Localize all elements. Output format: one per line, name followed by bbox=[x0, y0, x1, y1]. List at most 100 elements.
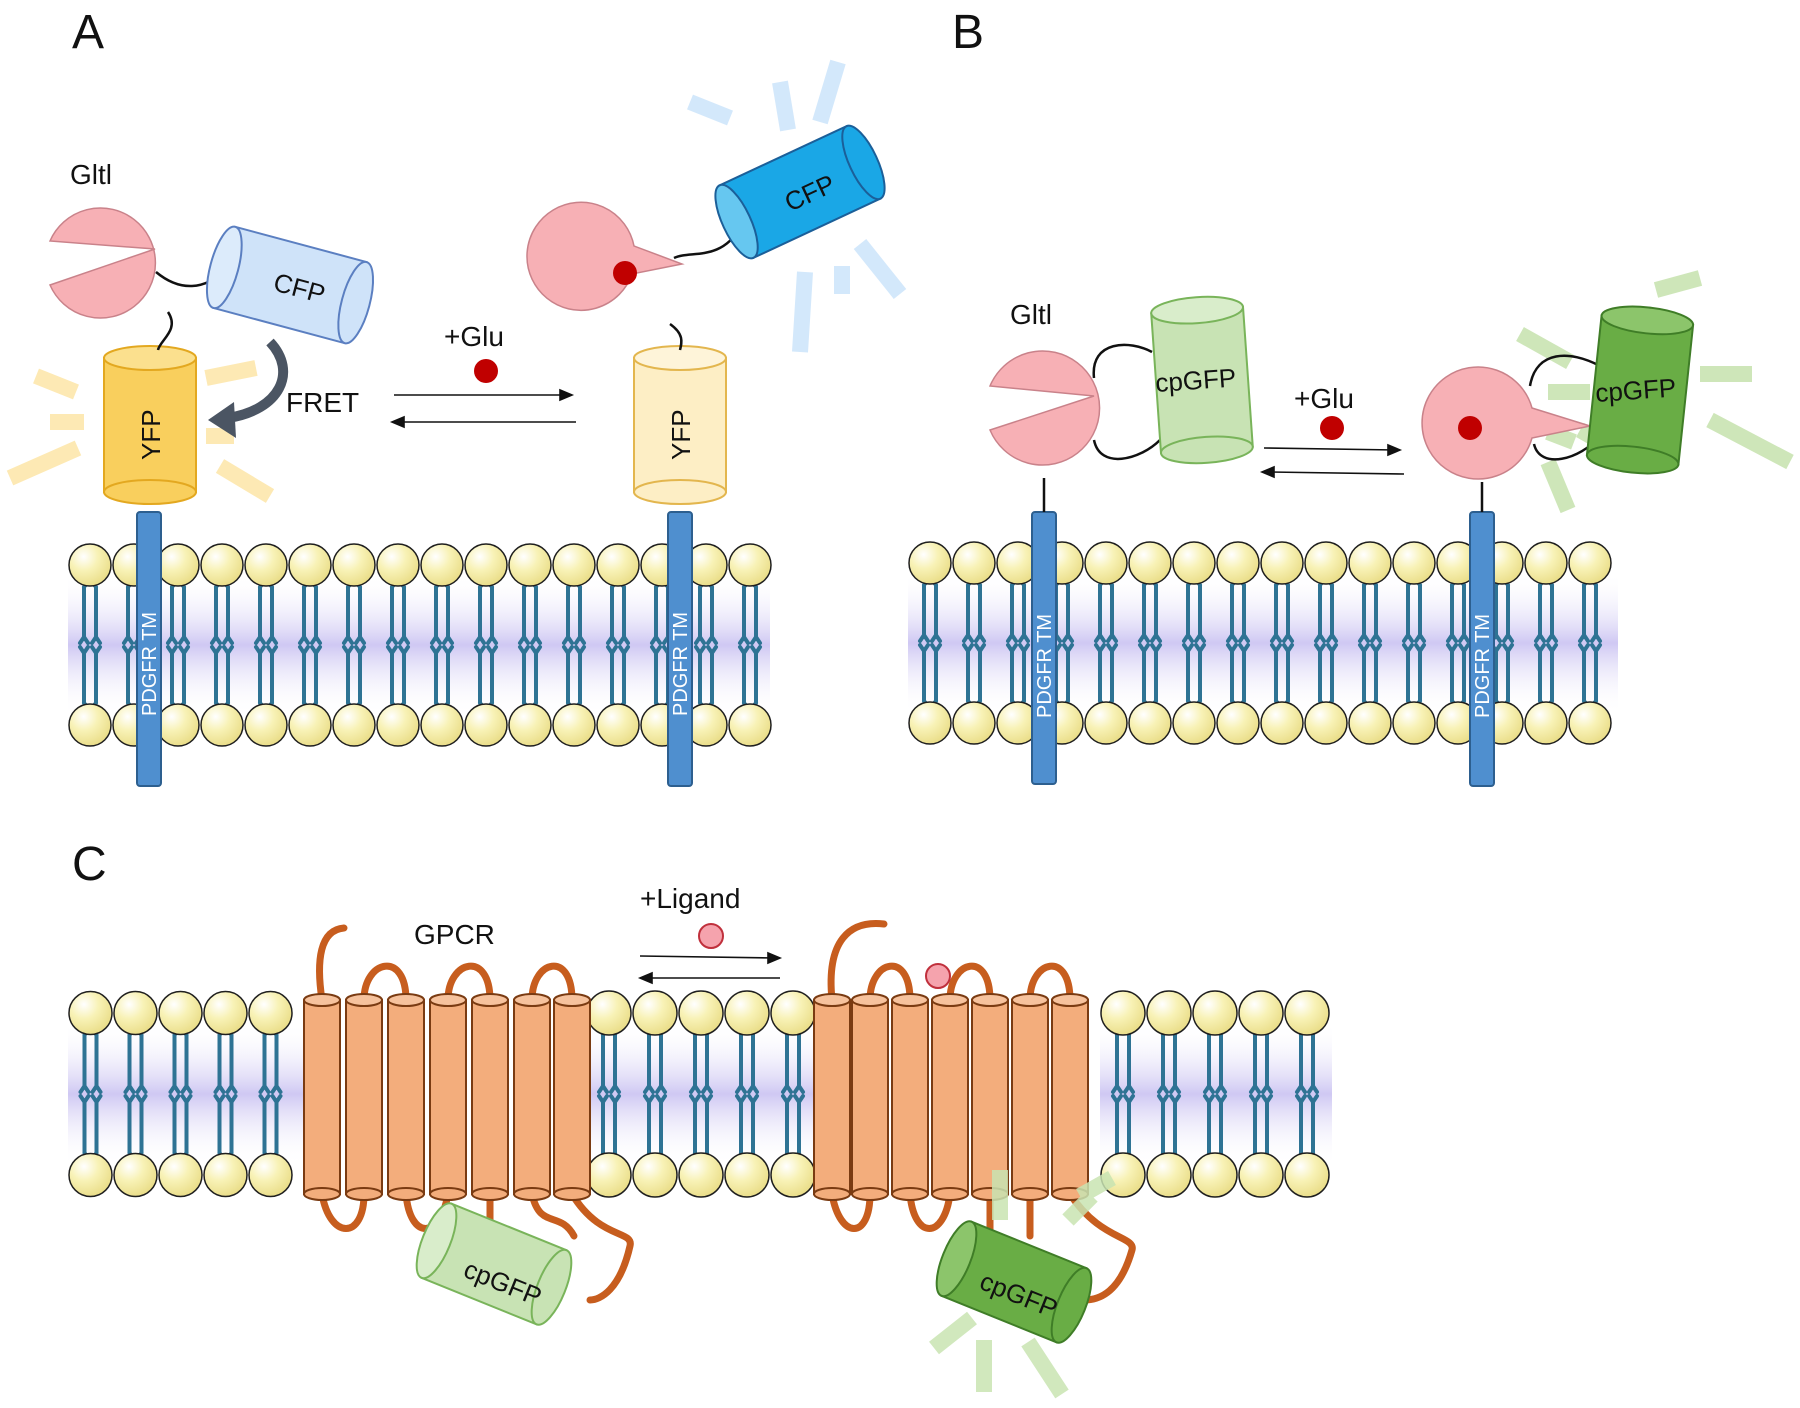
lipid-tails bbox=[597, 1029, 621, 1159]
lipid-head-bottom bbox=[908, 701, 952, 745]
equilibrium-arrows-a bbox=[389, 388, 576, 429]
lipid-head-top bbox=[68, 543, 112, 587]
gpcr-helix bbox=[1051, 993, 1089, 1201]
gpcr-helix bbox=[387, 993, 425, 1201]
lipid-head-bottom bbox=[332, 703, 376, 747]
lipid-tails bbox=[1358, 579, 1382, 707]
gpcr-label: GPCR bbox=[414, 919, 495, 950]
lipid-tails bbox=[1534, 579, 1558, 707]
cfp-glow-rays bbox=[687, 59, 907, 353]
lipid-head-bottom bbox=[728, 703, 772, 747]
lipid-head-top bbox=[332, 543, 376, 587]
gpcr-helix bbox=[471, 993, 509, 1201]
lipid-head-top bbox=[908, 541, 952, 585]
lipid-head-bottom bbox=[1084, 701, 1128, 745]
pdgfr-tm-label-b-left: PDGFR TM bbox=[1034, 614, 1056, 718]
lipid-head-bottom bbox=[724, 1152, 770, 1198]
panel-c-letter: C bbox=[72, 838, 107, 891]
membrane-a bbox=[68, 543, 772, 747]
lipid-tails bbox=[78, 581, 102, 709]
glu-label-a: +Glu bbox=[444, 321, 504, 352]
lipid-head-bottom bbox=[68, 703, 112, 747]
glutamate-bound-a bbox=[613, 261, 637, 285]
lipid-tails bbox=[781, 1029, 805, 1159]
lipid-head-top bbox=[1392, 541, 1436, 585]
lipid-head-top bbox=[1084, 541, 1128, 585]
pdgfr-tm-label-a-right: PDGFR TM bbox=[670, 612, 692, 716]
lipid-tails bbox=[643, 1029, 667, 1159]
lipid-tails bbox=[1490, 579, 1514, 707]
gpcr-active bbox=[813, 920, 1136, 1304]
lipid-head-top bbox=[288, 543, 332, 587]
lipid-tails bbox=[1094, 579, 1118, 707]
lipid-head-bottom bbox=[158, 1152, 203, 1198]
lipid-head-top bbox=[1216, 541, 1260, 585]
yfp-barrel-dim bbox=[633, 345, 727, 505]
membrane-c-right bbox=[1100, 990, 1332, 1198]
lipid-tails bbox=[78, 1029, 103, 1159]
gpcr-helix bbox=[971, 993, 1009, 1201]
membrane-b bbox=[908, 541, 1618, 745]
lipid-head-bottom bbox=[1260, 701, 1304, 745]
fret-label: FRET bbox=[286, 387, 359, 418]
cpgfp-label-b-left: cpGFP bbox=[1154, 362, 1237, 398]
lipid-tails bbox=[1270, 579, 1294, 707]
gltl-closed-pacman-b bbox=[1421, 366, 1591, 480]
lipid-tails bbox=[694, 581, 718, 709]
gltl-open-pacman bbox=[48, 207, 157, 319]
lipid-head-top bbox=[632, 990, 678, 1036]
lipid-head-top bbox=[1524, 541, 1568, 585]
lipid-head-top bbox=[1172, 541, 1216, 585]
lipid-tails bbox=[342, 581, 366, 709]
equilibrium-arrows-c bbox=[637, 951, 783, 985]
lipid-head-bottom bbox=[552, 703, 596, 747]
lipid-head-bottom bbox=[1568, 701, 1612, 745]
lipid-head-top bbox=[248, 990, 293, 1036]
lipid-head-bottom bbox=[1524, 701, 1568, 745]
lipid-head-bottom bbox=[1192, 1152, 1238, 1198]
lipid-head-top bbox=[156, 543, 200, 587]
gpcr-loops bbox=[316, 924, 634, 1304]
lipid-head-bottom bbox=[464, 703, 508, 747]
lipid-head-bottom bbox=[288, 703, 332, 747]
lipid-head-top bbox=[1192, 990, 1238, 1036]
lipid-tails bbox=[213, 1029, 238, 1159]
gltl-closed-pacman bbox=[526, 201, 685, 312]
lipid-head-bottom bbox=[248, 1152, 293, 1198]
gpcr-helix bbox=[851, 993, 889, 1201]
lipid-head-bottom bbox=[508, 703, 552, 747]
lipid-head-bottom bbox=[678, 1152, 724, 1198]
lipid-tails bbox=[1138, 579, 1162, 707]
lipid-head-top bbox=[158, 990, 203, 1036]
lipid-head-top bbox=[420, 543, 464, 587]
lipid-head-top bbox=[1238, 990, 1284, 1036]
lipid-head-top bbox=[376, 543, 420, 587]
gpcr-helix bbox=[813, 993, 851, 1201]
yfp-barrel-fret bbox=[103, 345, 197, 505]
lipid-head-bottom bbox=[203, 1152, 248, 1198]
lipid-tails bbox=[606, 581, 630, 709]
lipid-head-bottom bbox=[632, 1152, 678, 1198]
lipid-tails bbox=[1203, 1029, 1227, 1159]
yfp-label-left: YFP bbox=[136, 409, 166, 460]
lipid-head-top bbox=[1284, 990, 1330, 1036]
lipid-tails bbox=[1402, 579, 1426, 707]
lipid-tails bbox=[962, 579, 986, 707]
lipid-head-top bbox=[200, 543, 244, 587]
lipid-head-top bbox=[113, 990, 158, 1036]
gltl-open-pacman-b bbox=[988, 350, 1101, 466]
gltl-label-a: Gltl bbox=[70, 159, 112, 190]
lipid-head-top bbox=[1260, 541, 1304, 585]
fret-arrow bbox=[227, 338, 289, 423]
lipid-head-top bbox=[464, 543, 508, 587]
lipid-head-top bbox=[1348, 541, 1392, 585]
gpcr-loops bbox=[827, 920, 1136, 1304]
lipid-head-bottom bbox=[1304, 701, 1348, 745]
lipid-tails bbox=[430, 581, 454, 709]
lipid-tails bbox=[386, 581, 410, 709]
pdgfr-tm-helix-a-left bbox=[136, 511, 162, 787]
gpcr-helix bbox=[429, 993, 467, 1201]
lipid-head-bottom bbox=[200, 703, 244, 747]
cfp-barrel-bright bbox=[714, 124, 886, 260]
pdgfr-tm-helix-a-right bbox=[667, 511, 693, 787]
